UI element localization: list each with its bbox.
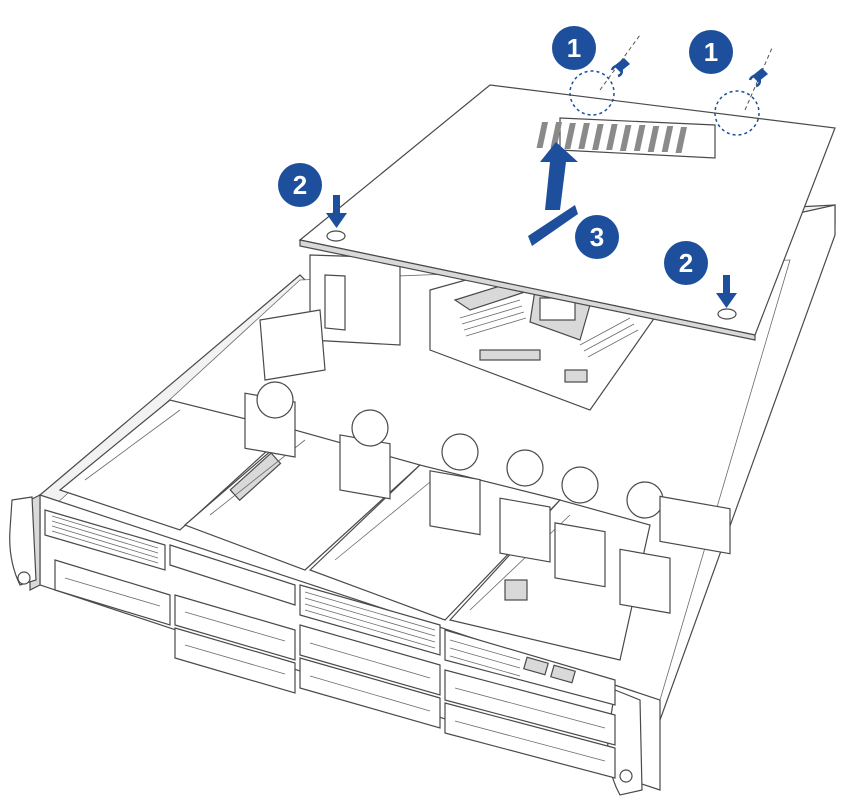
server-chassis xyxy=(9,204,836,796)
screw-detail-left xyxy=(569,34,641,116)
callout-2-left: 2 xyxy=(278,163,322,207)
vent-grille-center xyxy=(304,591,436,649)
press-point-right xyxy=(717,308,737,320)
up-arrow-icon xyxy=(528,142,578,246)
drive-bays xyxy=(54,559,616,779)
front-bay-top-center xyxy=(299,584,441,656)
down-arrow-icon xyxy=(326,195,347,228)
callout-2-right: 2 xyxy=(664,241,708,285)
down-arrow-icon xyxy=(716,275,737,308)
callout-1-right: 1 xyxy=(689,30,733,74)
svg-text:2: 2 xyxy=(293,170,307,200)
callout-3: 3 xyxy=(575,215,619,259)
svg-text:2: 2 xyxy=(679,248,693,278)
screw-icon xyxy=(748,68,768,88)
screw-icon xyxy=(610,58,630,78)
vent-grille-left xyxy=(51,515,159,564)
callout-1-left: 1 xyxy=(552,26,596,70)
cover-vent-slots xyxy=(536,122,688,153)
svg-text:3: 3 xyxy=(590,222,604,252)
riser-bracket xyxy=(259,254,401,381)
svg-text:1: 1 xyxy=(567,33,581,63)
press-point-left xyxy=(326,230,346,242)
screw-detail-right xyxy=(714,47,773,136)
fan-modules xyxy=(244,381,731,614)
svg-text:1: 1 xyxy=(704,37,718,67)
front-bay-top-left xyxy=(44,509,166,571)
left-rack-handle xyxy=(9,496,37,586)
